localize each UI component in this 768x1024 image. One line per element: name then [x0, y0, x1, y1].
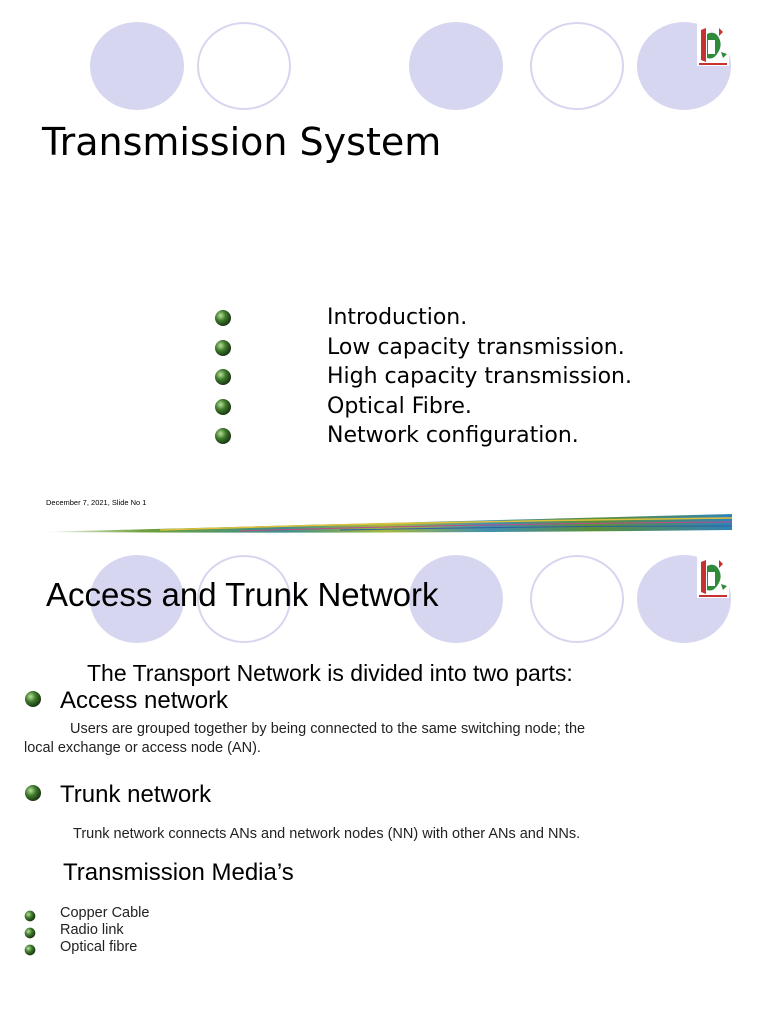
green-sphere-bullet-icon	[24, 941, 36, 960]
media-item-text: Radio link	[60, 922, 124, 938]
green-sphere-bullet-icon	[214, 368, 232, 390]
decor-circle	[409, 555, 503, 643]
green-sphere-bullet-icon	[24, 690, 42, 712]
bullet-text: Introduction.	[327, 305, 468, 330]
decor-circle	[197, 555, 291, 643]
trunk-network-text: Trunk network connects ANs and network n…	[73, 826, 581, 842]
green-sphere-bullet-icon	[214, 427, 232, 449]
slide-title: Transmission System	[42, 120, 442, 164]
access-network-line: Users are grouped together by being conn…	[70, 721, 586, 737]
bullet-text: Low capacity transmission.	[327, 334, 625, 360]
green-sphere-bullet-icon	[24, 907, 36, 926]
bullet-text: Optical Fibre.	[327, 393, 472, 419]
bullet-text: High capacity transmission.	[327, 364, 632, 390]
access-network-heading: Access network	[60, 687, 229, 714]
green-sphere-bullet-icon	[24, 924, 36, 943]
decor-circle	[409, 22, 503, 110]
decor-circle	[530, 22, 624, 110]
slide-title: Access and Trunk Network	[46, 576, 439, 613]
decor-circle	[530, 555, 624, 643]
media-item-text: Optical fibre	[60, 939, 138, 955]
organization-logo-icon	[697, 556, 729, 598]
green-sphere-bullet-icon	[214, 309, 232, 331]
green-sphere-bullet-icon	[214, 398, 232, 420]
slide-footer: December 7, 2021, Slide No 1	[46, 498, 147, 507]
media-item-text: Copper Cable	[60, 905, 150, 921]
lead-text: The Transport Network is divided into tw…	[87, 660, 573, 686]
trunk-network-heading: Trunk network	[60, 781, 212, 808]
decor-circle	[90, 555, 184, 643]
decor-circle	[197, 22, 291, 110]
decor-swoosh-band	[40, 508, 733, 536]
bullet-text: Network configuration.	[327, 423, 579, 449]
organization-logo-icon	[697, 24, 729, 66]
green-sphere-bullet-icon	[214, 339, 232, 361]
decor-circle	[90, 22, 184, 110]
transmission-media-heading: Transmission Media’s	[63, 859, 294, 886]
access-network-text: Users are grouped together by being conn…	[24, 720, 724, 758]
access-network-line: local exchange or access node (AN).	[24, 740, 261, 756]
green-sphere-bullet-icon	[24, 784, 42, 806]
